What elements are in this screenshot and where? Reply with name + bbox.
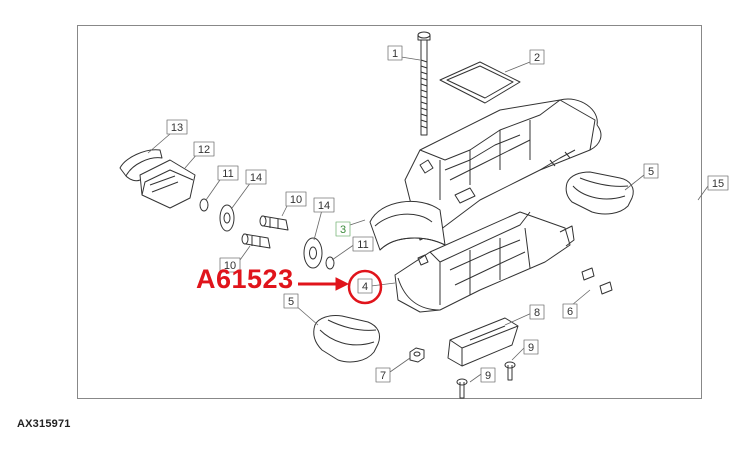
reference-code: AX315971 bbox=[17, 418, 71, 430]
part-11-ring-right bbox=[325, 256, 335, 270]
label-1: 1 bbox=[392, 48, 398, 60]
part-2-gasket bbox=[439, 61, 521, 104]
label-9-upper: 9 bbox=[528, 342, 534, 354]
callout-marker bbox=[298, 269, 383, 305]
label-boxes bbox=[166, 45, 729, 383]
part-11-ring-left bbox=[199, 198, 209, 212]
label-10-lower: 10 bbox=[224, 260, 236, 272]
label-3: 3 bbox=[340, 224, 346, 236]
part-6-pads bbox=[581, 267, 613, 295]
label-7: 7 bbox=[380, 370, 386, 382]
label-14-right: 14 bbox=[318, 200, 330, 212]
part-14-washer-left bbox=[219, 204, 235, 232]
label-13: 13 bbox=[171, 122, 183, 134]
part-10-roller-lower bbox=[241, 233, 271, 249]
label-5-left: 5 bbox=[288, 296, 294, 308]
label-12: 12 bbox=[198, 144, 210, 156]
label-6: 6 bbox=[567, 306, 573, 318]
housing-lower bbox=[394, 211, 575, 313]
label-11-left: 11 bbox=[222, 168, 233, 180]
part-13-strip bbox=[119, 149, 163, 182]
label-14-left: 14 bbox=[250, 172, 262, 184]
callout-circle bbox=[347, 269, 383, 305]
label-texts: 1 2 3 4 5 5 6 7 8 9 9 10 10 11 11 12 13 … bbox=[171, 48, 724, 382]
label-9-lower: 9 bbox=[485, 370, 491, 382]
label-15: 15 bbox=[712, 178, 724, 190]
callout-arrow-head bbox=[335, 277, 350, 291]
callout-part-number: A61523 bbox=[196, 264, 294, 294]
label-5-right: 5 bbox=[648, 166, 654, 178]
part-9-screw-b bbox=[504, 361, 516, 381]
part-10-roller-upper bbox=[259, 215, 289, 231]
label-8: 8 bbox=[534, 307, 540, 319]
label-10-upper: 10 bbox=[290, 194, 302, 206]
diagram-frame bbox=[77, 25, 702, 399]
part-14-washer-right bbox=[303, 237, 323, 269]
part-8-wedge bbox=[447, 317, 519, 367]
housing-upper bbox=[369, 98, 602, 251]
part-9-screw-a bbox=[456, 378, 468, 399]
part-7-nut bbox=[409, 347, 425, 363]
part-5-bearing-shell-right bbox=[565, 171, 634, 215]
part-5-bearing-shell-left bbox=[313, 315, 381, 363]
label-4: 4 bbox=[362, 281, 368, 293]
label-2: 2 bbox=[534, 52, 540, 64]
part-12-cover bbox=[139, 159, 196, 209]
label-11-right: 11 bbox=[357, 239, 368, 251]
part-1-bolt bbox=[417, 31, 431, 136]
